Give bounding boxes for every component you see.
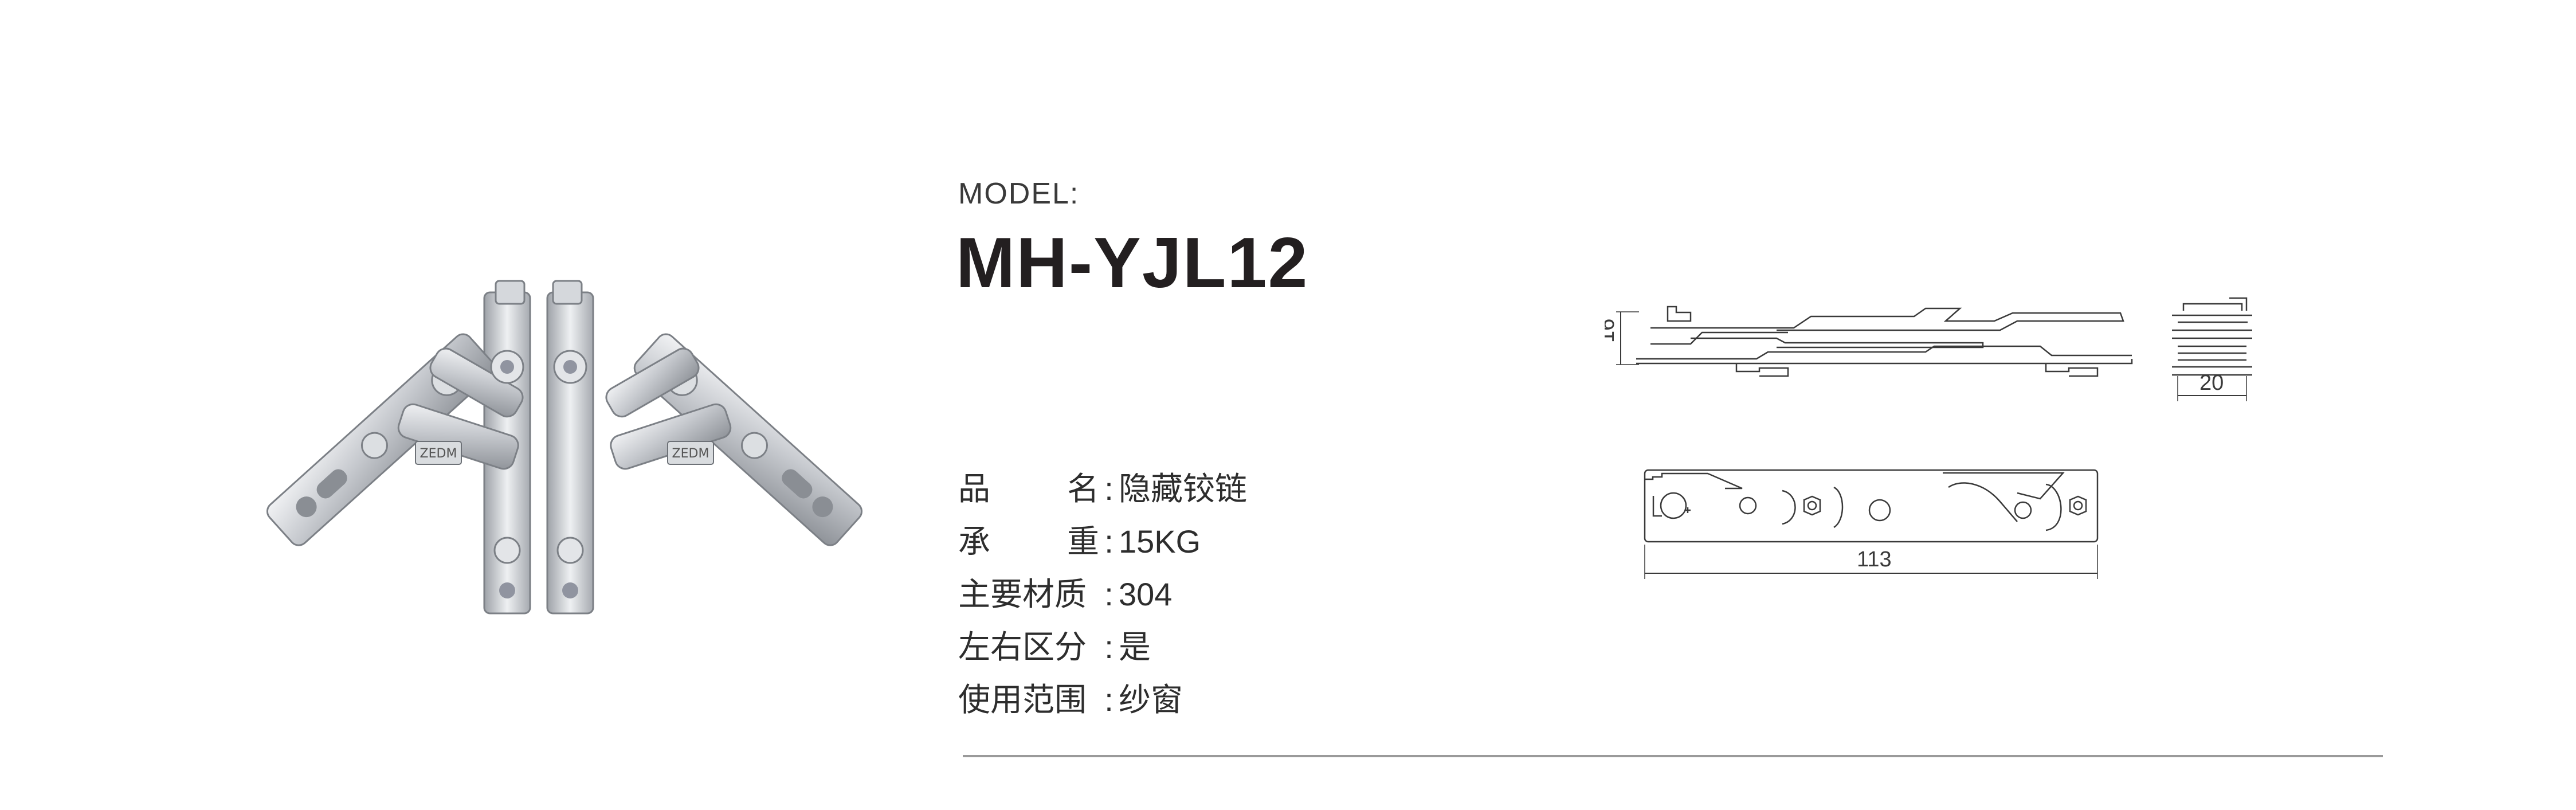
spec-list: 品 名:隐藏铰链 承 重:15KG 主要材质:304 左右区分:是 使用范围:纱…: [958, 463, 1247, 727]
bottom-divider: [963, 755, 2383, 757]
model-name: MH-YJL12: [956, 224, 1309, 303]
left-hinge-stamp: ZEDM: [420, 447, 457, 461]
spec-row-name: 品 名:隐藏铰链: [958, 463, 1247, 516]
spec-value: 隐藏铰链: [1119, 471, 1247, 507]
spec-colon: :: [1104, 629, 1113, 665]
technical-drawing: 16 20: [1605, 297, 2252, 579]
spec-label: 主要材质: [958, 576, 1087, 612]
spec-label: 品 名: [958, 471, 1099, 507]
spec-value: 15KG: [1119, 523, 1201, 559]
spec-colon: :: [1104, 682, 1113, 718]
dim-height-label: 16: [1605, 319, 1619, 343]
end-view: 20: [2172, 297, 2252, 401]
spec-row-load: 承 重:15KG: [958, 516, 1247, 569]
dim-length-label: 113: [1857, 547, 1892, 572]
right-hinge: ZEDM: [546, 280, 863, 615]
left-hinge: ZEDM: [266, 280, 531, 615]
side-view: 16: [1605, 306, 2133, 377]
spec-label: 左右区分: [958, 629, 1087, 665]
spec-row-handedness: 左右区分:是: [958, 621, 1247, 674]
spec-value: 是: [1119, 629, 1151, 665]
right-hinge-stamp: ZEDM: [672, 447, 709, 461]
spec-label: 使用范围: [958, 682, 1087, 718]
spec-row-usage: 使用范围:纱窗: [958, 674, 1247, 727]
product-photo: ZEDM ZEDM: [266, 280, 863, 615]
spec-label: 承 重: [958, 523, 1099, 559]
model-label: MODEL:: [958, 177, 1080, 210]
plan-view: 113: [1644, 469, 2099, 579]
spec-colon: :: [1104, 523, 1113, 559]
dim-side-width-label: 20: [2199, 371, 2224, 395]
spec-row-material: 主要材质:304: [958, 569, 1247, 621]
spec-value: 纱窗: [1119, 682, 1183, 718]
spec-colon: :: [1104, 471, 1113, 507]
spec-value: 304: [1119, 576, 1173, 612]
spec-colon: :: [1104, 576, 1113, 612]
